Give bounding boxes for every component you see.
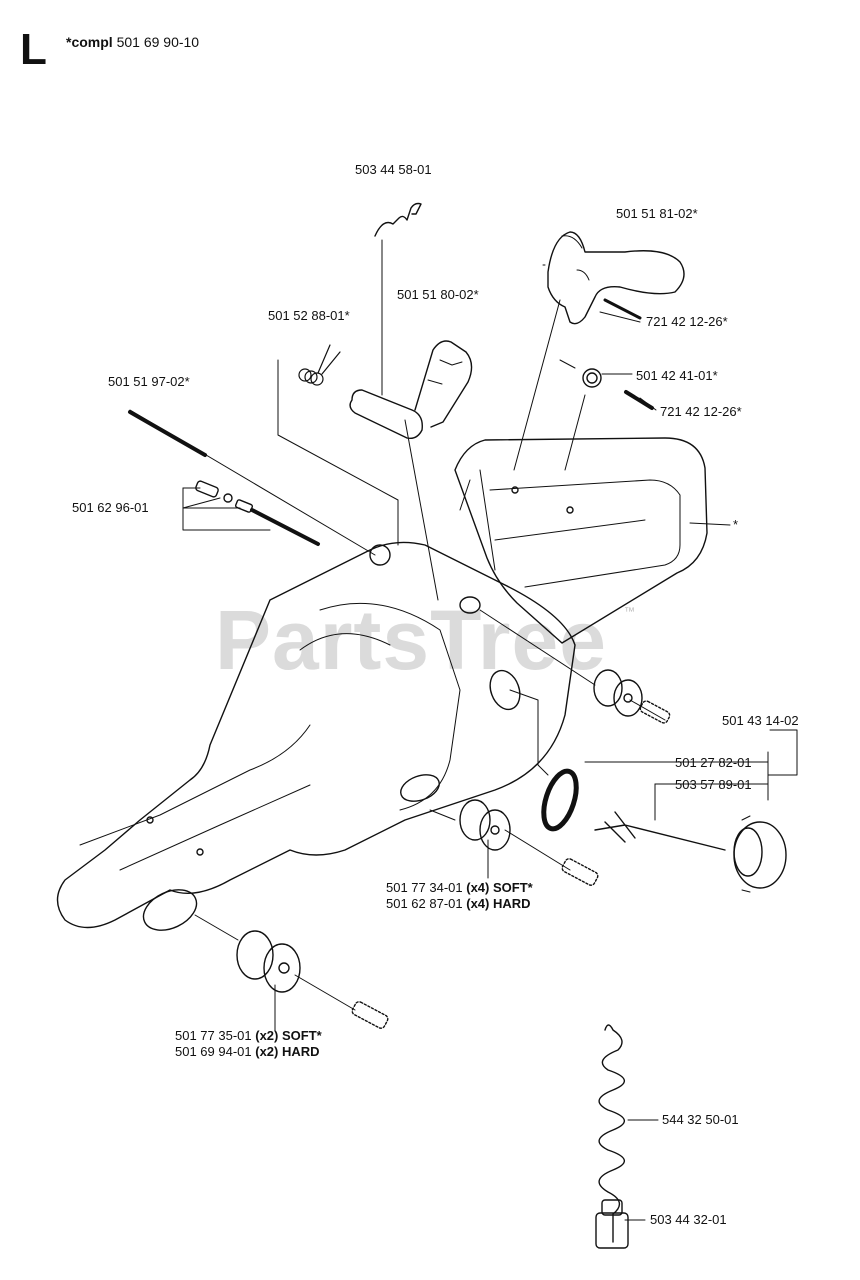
label-503-44-32-01: 503 44 32-01: [650, 1212, 727, 1227]
o-ring: [541, 768, 579, 832]
rear-handle: [454, 437, 708, 644]
compl-number: 501 69 90-10: [116, 34, 200, 50]
front-boss-opening: [142, 889, 198, 931]
label-501-62-87-01: 501 62 87-01 (x4) HARD: [386, 896, 531, 912]
watermark-tm: ™: [624, 606, 635, 618]
pin-long: [128, 410, 207, 457]
fuel-hose-coil: [598, 1024, 625, 1243]
label-501-42-41-01: 501 42 41-01*: [636, 368, 718, 383]
part-number: 501 62 87-01: [386, 896, 463, 911]
label-501-52-88-01: 501 52 88-01*: [268, 308, 350, 323]
damper-upper: [593, 669, 671, 724]
bushing-pins: [195, 480, 320, 546]
damper-lower: [236, 930, 389, 1029]
part-qty: (x4) SOFT*: [466, 880, 533, 895]
fuel-tank-body: [56, 541, 576, 929]
label-501-62-96-01: 501 62 96-01: [72, 500, 149, 515]
label-501-77-34-01: 501 77 34-01 (x4) SOFT*: [386, 880, 533, 896]
clip-spring: [374, 202, 422, 237]
label-721-42-12-26-b: 721 42 12-26*: [660, 404, 742, 419]
compl-label: *compl: [66, 34, 113, 50]
section-letter: L: [20, 25, 47, 74]
part-number: 501 77 34-01: [386, 880, 463, 895]
part-number: 501 69 94-01: [175, 1044, 252, 1059]
watermark: PartsTree: [215, 593, 607, 687]
label-501-77-35-01: 501 77 35-01 (x2) SOFT*: [175, 1028, 322, 1044]
tank-filler-opening: [400, 774, 440, 802]
fuel-cap: [733, 815, 787, 893]
label-544-32-50-01: 544 32 50-01: [662, 1112, 739, 1127]
label-501-43-14-02: 501 43 14-02: [722, 713, 799, 728]
fuel-filter: [595, 1199, 629, 1249]
label-501-69-94-01: 501 69 94-01 (x2) HARD: [175, 1044, 320, 1060]
throttle-lock-lever: [349, 389, 423, 440]
part-number: 501 77 35-01: [175, 1028, 252, 1043]
compl-reference: *compl 501 69 90-10: [66, 34, 199, 50]
label-501-51-97-02: 501 51 97-02*: [108, 374, 190, 389]
fuel-pickup-tube: [594, 811, 726, 851]
label-handle-star: *: [733, 517, 739, 532]
label-501-51-81-02: 501 51 81-02*: [616, 206, 698, 221]
leader-lines: [129, 239, 798, 1221]
damper-middle: [459, 799, 599, 886]
part-qty: (x4) HARD: [466, 896, 531, 911]
part-qty: (x2) SOFT*: [255, 1028, 322, 1043]
leaf-spring: [298, 344, 341, 386]
torsion-spring: [582, 368, 602, 388]
part-qty: (x2) HARD: [255, 1044, 320, 1059]
label-501-27-82-01: 501 27 82-01: [675, 755, 752, 770]
label-503-44-58-01: 503 44 58-01: [355, 162, 432, 177]
label-503-57-89-01: 503 57 89-01: [675, 777, 752, 792]
throttle-trigger: [547, 231, 685, 325]
label-501-51-80-02: 501 51 80-02*: [397, 287, 479, 302]
label-721-42-12-26-a: 721 42 12-26*: [646, 314, 728, 329]
